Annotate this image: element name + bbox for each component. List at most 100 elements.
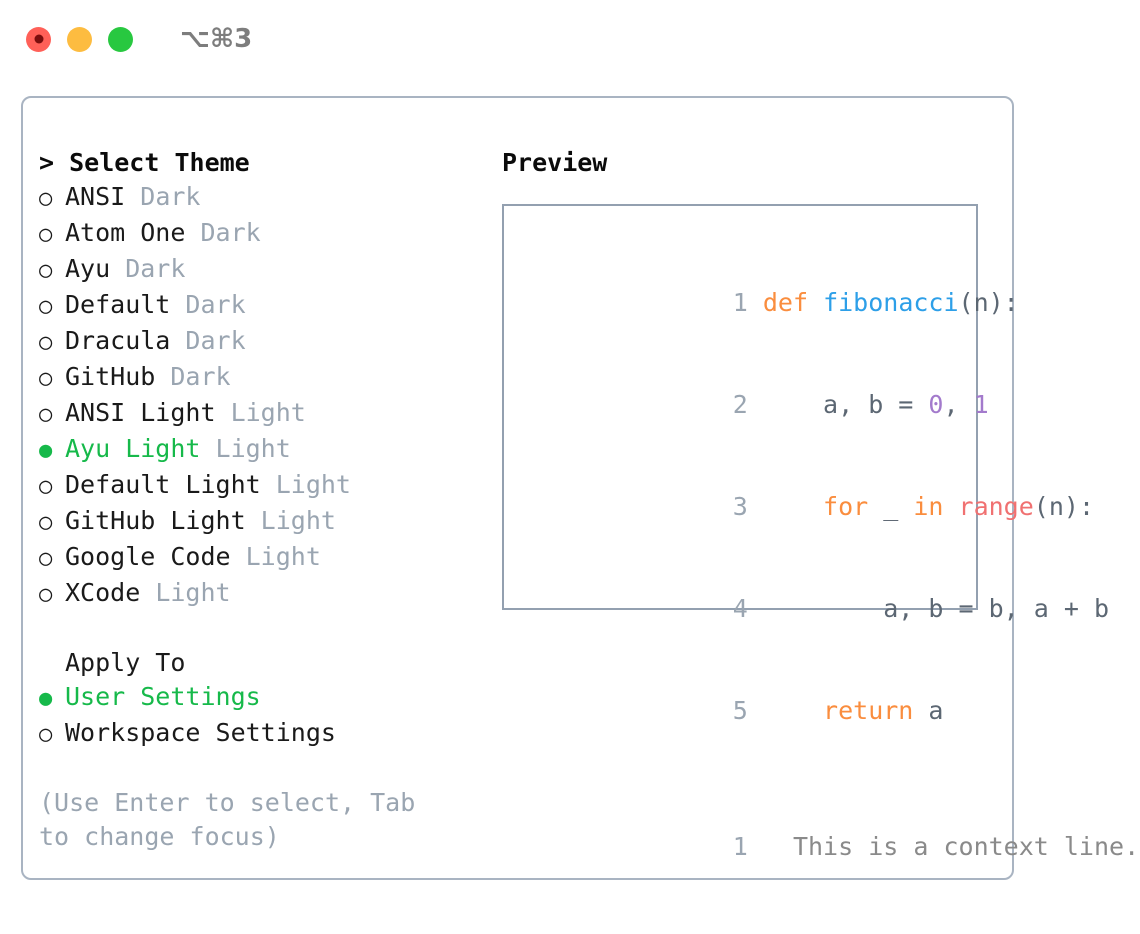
theme-option-label: Default — [65, 290, 171, 319]
code-token: for — [762, 492, 884, 521]
select-theme-heading: > Select Theme — [39, 148, 250, 177]
code-token: range — [958, 492, 1034, 521]
close-window-button[interactable] — [26, 26, 51, 52]
radio-icon: ○ — [39, 546, 53, 571]
theme-option-label: Ayu Light — [65, 434, 201, 463]
maximize-window-button[interactable] — [108, 26, 133, 52]
theme-variant-tag: Light — [245, 506, 336, 535]
code-token: (n): — [1033, 492, 1095, 521]
theme-variant-tag: Light — [230, 542, 321, 571]
line-number: 3 — [732, 492, 748, 521]
theme-option-github[interactable]: ○ GitHub Dark — [39, 360, 479, 396]
radio-icon: ○ — [39, 722, 53, 747]
theme-option-atom-one[interactable]: ○ Atom One Dark — [39, 216, 479, 252]
line-number: 5 — [732, 696, 748, 725]
code-line: 5 return a — [522, 660, 976, 762]
title-bar: ⌥⌘3 — [0, 0, 1140, 78]
radio-icon: ○ — [39, 582, 53, 607]
code-token: return — [762, 696, 929, 725]
theme-variant-tag: Dark — [125, 182, 201, 211]
theme-option-ayu[interactable]: ○ Ayu Dark — [39, 252, 479, 288]
code-token: def — [762, 288, 824, 317]
diff-marker — [763, 832, 793, 861]
theme-option-label: Default Light — [65, 470, 261, 499]
line-number: 4 — [732, 594, 748, 623]
theme-option-google-code[interactable]: ○ Google Code Light — [39, 540, 479, 576]
preview-box: 1 def fibonacci(n): 2 a, b = 0, 1 3 for … — [502, 204, 1139, 861]
code-line: 3 for _ in range(n): — [522, 456, 1094, 558]
theme-variant-tag: Dark — [170, 290, 246, 319]
apply-to-option-workspace-settings[interactable]: ○ Workspace Settings — [39, 716, 479, 752]
radio-icon: ○ — [39, 330, 53, 355]
main-panel: > Select Theme ○ ANSI Dark ○ Atom One Da… — [21, 96, 1139, 880]
code-token: in — [913, 492, 959, 521]
code-token: (n): — [958, 288, 1019, 317]
theme-option-label: ANSI Light — [65, 398, 216, 427]
theme-variant-tag: Light — [215, 398, 306, 427]
code-token: 0 — [928, 390, 944, 419]
theme-option-label: Ayu — [65, 254, 111, 283]
preview-heading: Preview — [502, 148, 608, 177]
section-spacer — [39, 612, 479, 646]
code-diff-spacer — [522, 762, 976, 796]
code-token: a — [928, 696, 944, 725]
apply-to-options-list: ● User Settings ○ Workspace Settings — [39, 680, 479, 752]
theme-option-github-light[interactable]: ○ GitHub Light Light — [39, 504, 479, 540]
theme-option-dracula[interactable]: ○ Dracula Dark — [39, 324, 479, 360]
line-number: 2 — [732, 390, 748, 419]
theme-option-label: GitHub — [65, 362, 156, 391]
theme-option-default-light[interactable]: ○ Default Light Light — [39, 468, 479, 504]
window-controls — [26, 26, 133, 52]
theme-variant-tag: Dark — [155, 362, 231, 391]
window-title: ⌥⌘3 — [180, 24, 253, 54]
theme-option-label: Google Code — [65, 542, 231, 571]
code-token: , — [943, 390, 974, 419]
theme-options-list: ○ ANSI Dark ○ Atom One Dark ○ Ayu Dark — [39, 180, 479, 612]
theme-option-default[interactable]: ○ Default Dark — [39, 288, 479, 324]
line-number: 1 — [732, 832, 748, 861]
apply-to-option-label: Workspace Settings — [65, 718, 336, 747]
code-sample: 1 def fibonacci(n): 2 a, b = 0, 1 3 for … — [522, 252, 1109, 762]
code-line: 4 a, b = b, a + b — [522, 558, 1109, 660]
theme-variant-tag: Light — [140, 578, 231, 607]
code-token: fibonacci — [823, 288, 959, 317]
code-line: 1 def fibonacci(n): — [522, 252, 1019, 354]
theme-variant-tag: Dark — [170, 326, 246, 355]
keyboard-hint-text: (Use Enter to select, Tab to change focu… — [39, 788, 416, 851]
radio-icon: ○ — [39, 222, 53, 247]
diff-sample: 1 This is a context line. 2 - This line … — [522, 796, 1139, 934]
code-token: a, b = b, a + b — [762, 594, 1110, 623]
radio-icon: ○ — [39, 402, 53, 427]
radio-selected-icon: ● — [39, 438, 53, 463]
radio-icon: ○ — [39, 186, 53, 211]
apply-to-option-user-settings[interactable]: ● User Settings — [39, 680, 479, 716]
theme-selector-column: > Select Theme ○ ANSI Dark ○ Atom One Da… — [39, 146, 479, 854]
diff-line-context: 1 This is a context line. — [522, 796, 1139, 898]
theme-variant-tag: Dark — [185, 218, 261, 247]
theme-option-ansi-light[interactable]: ○ ANSI Light Light — [39, 396, 479, 432]
apply-to-option-label: User Settings — [65, 682, 261, 711]
radio-icon: ○ — [39, 474, 53, 499]
theme-variant-tag: Light — [260, 470, 351, 499]
theme-option-ayu-light[interactable]: ● Ayu Light Light — [39, 432, 479, 468]
radio-icon: ○ — [39, 294, 53, 319]
line-number: 1 — [732, 288, 748, 317]
code-token: 1 — [973, 390, 989, 419]
theme-option-ansi[interactable]: ○ ANSI Dark — [39, 180, 479, 216]
theme-option-label: GitHub Light — [65, 506, 246, 535]
theme-option-xcode[interactable]: ○ XCode Light — [39, 576, 479, 612]
radio-icon: ○ — [39, 366, 53, 391]
diff-line-deleted: 2 - This line was deleted. — [522, 898, 976, 934]
minimize-window-button[interactable] — [67, 26, 92, 52]
radio-icon: ○ — [39, 258, 53, 283]
theme-option-label: Atom One — [65, 218, 186, 247]
apply-to-heading: Apply To — [65, 648, 186, 677]
code-token: a, b = — [762, 390, 929, 419]
code-token: _ — [883, 492, 914, 521]
preview-column: Preview 1 def fibonacci(n): 2 a, b = 0, … — [502, 146, 1139, 861]
theme-option-label: ANSI — [65, 182, 126, 211]
diff-text: This is a context line. — [792, 832, 1140, 861]
theme-variant-tag: Light — [200, 434, 291, 463]
theme-variant-tag: Dark — [110, 254, 186, 283]
